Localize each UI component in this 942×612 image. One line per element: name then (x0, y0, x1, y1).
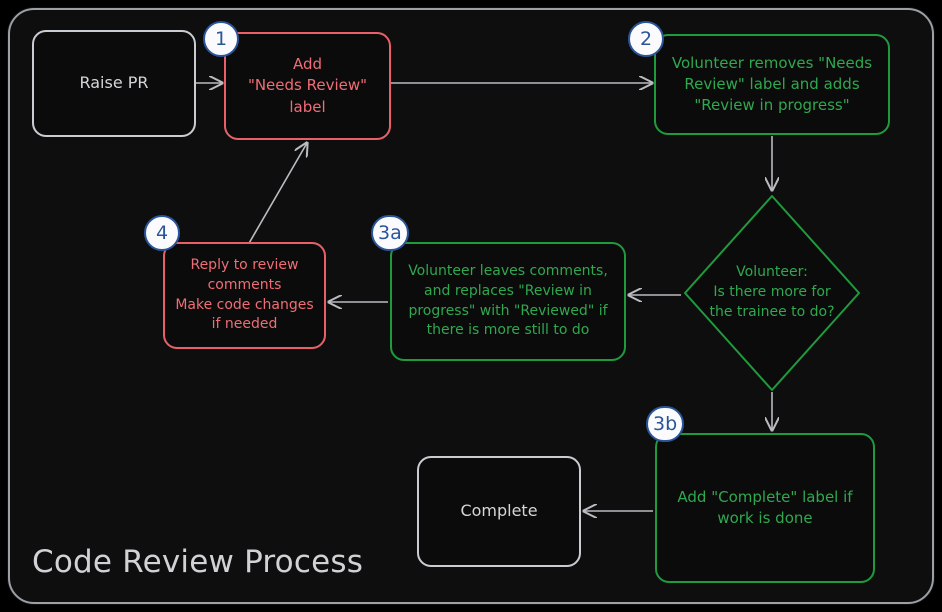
step-badge-4-label: 4 (155, 222, 169, 244)
node-volunteer-swaps-label[interactable]: Volunteer removes "Needs Review" label a… (654, 34, 890, 135)
node-volunteer-leaves-comments[interactable]: Volunteer leaves comments, and replaces … (390, 242, 626, 361)
step-badge-2[interactable]: 2 (628, 21, 664, 57)
node-add-needs-review-label-text: Add "Needs Review" label (247, 55, 368, 116)
decision-diamond-shape (684, 195, 860, 391)
node-volunteer-decision-label: Volunteer: Is there more for the trainee… (709, 264, 835, 320)
node-raise-pr-label: Raise PR (79, 73, 149, 93)
node-complete[interactable]: Complete (417, 456, 581, 567)
step-badge-1[interactable]: 1 (203, 21, 239, 57)
node-add-complete-label-text: Add "Complete" label if work is done (677, 487, 853, 527)
step-badge-3a[interactable]: 3a (371, 215, 409, 251)
step-badge-3a-label: 3a (378, 222, 402, 244)
step-badge-3b[interactable]: 3b (646, 406, 685, 442)
step-badge-1-label: 1 (214, 28, 228, 50)
node-volunteer-leaves-comments-text: Volunteer leaves comments, and replaces … (408, 262, 608, 339)
node-raise-pr[interactable]: Raise PR (32, 30, 196, 137)
node-reply-to-review-comments-text: Reply to review comments Make code chang… (175, 256, 314, 333)
step-badge-2-label: 2 (639, 28, 653, 50)
diagram-title: Code Review Process (32, 544, 364, 580)
edge-reply-to-add-label (247, 143, 307, 246)
node-complete-label: Complete (460, 501, 538, 521)
node-add-complete-label[interactable]: Add "Complete" label if work is done (655, 433, 875, 583)
node-add-needs-review-label[interactable]: Add "Needs Review" label (224, 32, 391, 140)
node-reply-to-review-comments[interactable]: Reply to review comments Make code chang… (163, 242, 326, 349)
step-badge-3b-label: 3b (653, 413, 678, 435)
node-volunteer-decision[interactable]: Volunteer: Is there more for the trainee… (682, 193, 862, 393)
step-badge-4[interactable]: 4 (144, 215, 180, 251)
node-volunteer-swaps-label-text: Volunteer removes "Needs Review" label a… (671, 53, 873, 115)
